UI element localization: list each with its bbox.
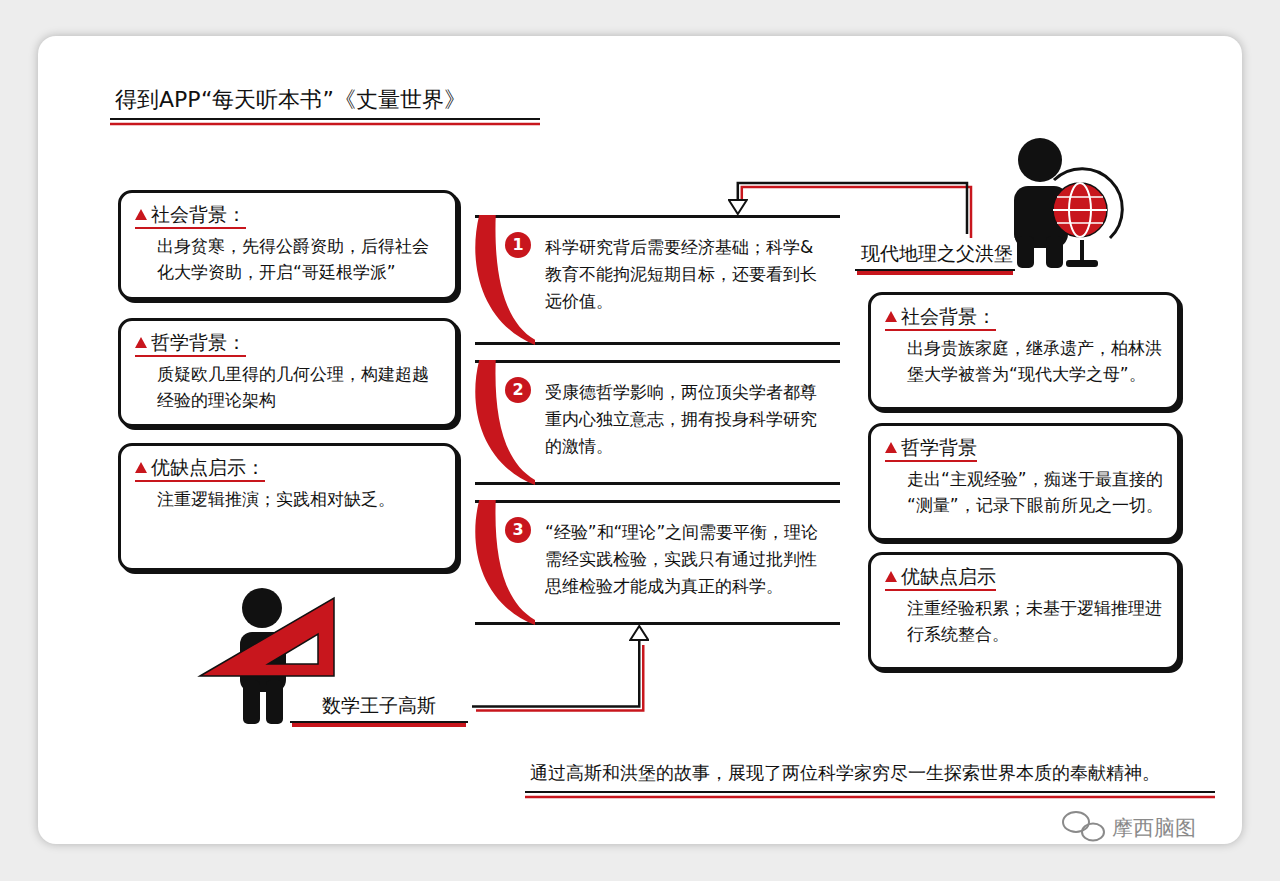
title-underline xyxy=(110,123,540,126)
connector-shadow xyxy=(476,645,643,711)
info-box: 社会背景： 出身贵族家庭，继承遗产，柏林洪堡大学被誉为“现代大学之母”。 xyxy=(868,292,1180,410)
box-body: 注重经验积累；未基于逻辑推理进行系统整合。 xyxy=(885,595,1163,647)
info-box: 哲学背景： 质疑欧几里得的几何公理，构建超越经验的理论架构 xyxy=(118,318,458,427)
box-heading: 优缺点启示： xyxy=(135,454,265,482)
person-name: 现代地理之父洪堡 xyxy=(861,242,1013,264)
heading-marker xyxy=(135,462,147,473)
info-box: 优缺点启示： 注重逻辑推演；实践相对缺乏。 xyxy=(118,443,458,571)
box-body: 质疑欧几里得的几何公理，构建超越经验的理论架构 xyxy=(135,361,441,413)
caption-underline xyxy=(525,791,1215,793)
point-text: 科学研究背后需要经济基础；科学&教育不能拘泥短期目标，还要看到长远价值。 xyxy=(545,234,830,315)
person-label: 现代地理之父洪堡 xyxy=(855,238,1015,271)
title: 得到APP“每天听本书”《丈量世界》 xyxy=(115,86,466,114)
callout-number: 2 xyxy=(505,377,531,403)
heading-marker xyxy=(885,442,897,453)
wechat-icon xyxy=(1063,812,1104,841)
box-body: 出身贫寒，先得公爵资助，后得社会化大学资助，开启“哥廷根学派” xyxy=(135,233,441,285)
box-heading: 哲学背景 xyxy=(885,434,977,462)
heading-marker xyxy=(135,337,147,348)
numbered-point-box: 2 受康德哲学影响，两位顶尖学者都尊重内心独立意志，拥有投身科学研究的激情。 xyxy=(475,360,840,485)
callout-number: 1 xyxy=(505,232,531,258)
person-label: 数学王子高斯 xyxy=(290,690,468,723)
title-underline xyxy=(110,118,540,120)
connector-arrow xyxy=(472,641,643,711)
numbered-point-box: 1 科学研究背后需要经济基础；科学&教育不能拘泥短期目标，还要看到长远价值。 xyxy=(475,215,840,345)
box-heading: 社会背景： xyxy=(135,201,246,229)
box-heading: 优缺点启示 xyxy=(885,563,996,591)
point-text: “经验”和“理论”之间需要平衡，理论需经实践检验，实践只有通过批判性思维检验才能… xyxy=(545,519,830,600)
humboldt-figure xyxy=(1014,138,1122,268)
point-text: 受康德哲学影响，两位顶尖学者都尊重内心独立意志，拥有投身科学研究的激情。 xyxy=(545,379,830,460)
info-box: 优缺点启示注重经验积累；未基于逻辑推理进行系统整合。 xyxy=(868,552,1180,670)
box-body: 出身贵族家庭，继承遗产，柏林洪堡大学被誉为“现代大学之母”。 xyxy=(885,335,1163,387)
box-heading: 哲学背景： xyxy=(135,329,246,357)
heading-marker xyxy=(885,571,897,582)
numbered-point-box: 3 “经验”和“理论”之间需要平衡，理论需经实践检验，实践只有通过批判性思维检验才… xyxy=(475,500,840,625)
heading-marker xyxy=(885,311,897,322)
connector-line xyxy=(472,641,639,707)
callout-number: 3 xyxy=(505,517,531,543)
info-box: 社会背景： 出身贫寒，先得公爵资助，后得社会化大学资助，开启“哥廷根学派” xyxy=(118,190,458,300)
heading-marker xyxy=(135,209,147,220)
person-name: 数学王子高斯 xyxy=(322,694,436,716)
box-body: 走出“主观经验”，痴迷于最直接的“测量”，记录下眼前所见之一切。 xyxy=(885,466,1163,518)
caption-underline xyxy=(525,796,1215,799)
box-heading: 社会背景： xyxy=(885,303,996,331)
caption: 通过高斯和洪堡的故事，展现了两位科学家穷尽一生探索世界本质的奉献精神。 xyxy=(530,760,1230,786)
watermark: 摩西脑图 xyxy=(1112,814,1196,842)
box-body: 注重逻辑推演；实践相对缺乏。 xyxy=(135,486,441,512)
info-box: 哲学背景走出“主观经验”，痴迷于最直接的“测量”，记录下眼前所见之一切。 xyxy=(868,423,1180,541)
